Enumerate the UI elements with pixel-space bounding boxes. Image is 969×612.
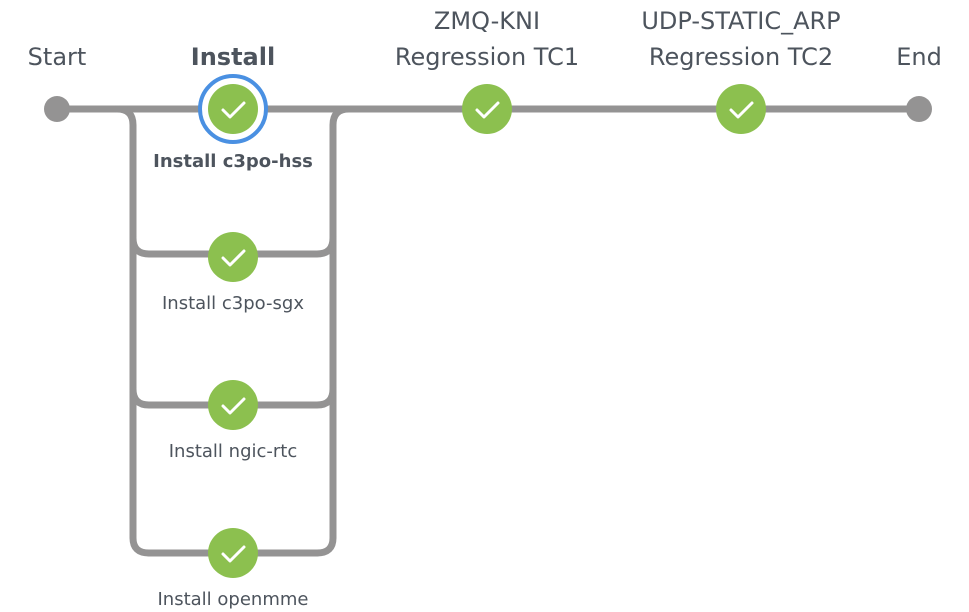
- check-icon: [221, 101, 246, 119]
- stage-udp-static-arp-regression-tc2[interactable]: UDP-STATIC_ARP Regression TC2: [641, 7, 841, 134]
- success-node: [462, 84, 512, 134]
- start-node: [44, 96, 70, 122]
- parallel-connector-left: [113, 105, 153, 557]
- end-node: [906, 96, 932, 122]
- stage-label-line-2: Regression TC2: [649, 43, 833, 71]
- success-node: [208, 528, 258, 578]
- branch-install-c3po-sgx[interactable]: Install c3po-sgx: [162, 232, 304, 314]
- end-label: End: [896, 43, 942, 71]
- stage-zmq-kni-regression-tc1[interactable]: ZMQ-KNI Regression TC1: [395, 7, 579, 134]
- stage-install-label: Install: [191, 43, 275, 71]
- start-label: Start: [28, 43, 87, 71]
- check-icon: [221, 545, 246, 563]
- success-node: [208, 84, 258, 134]
- branch-label: Install c3po-sgx: [162, 293, 304, 314]
- check-icon: [221, 249, 246, 267]
- start-terminal: Start: [28, 43, 87, 122]
- stage-install[interactable]: Install: [191, 43, 275, 144]
- end-terminal: End: [896, 43, 942, 122]
- branch-install-c3po-hss[interactable]: Install c3po-hss: [153, 151, 313, 172]
- pipeline-tracks: [53, 105, 923, 557]
- branch-label: Install openmme: [158, 589, 309, 610]
- check-icon: [221, 397, 246, 415]
- stage-label-line-2: Regression TC1: [395, 43, 579, 71]
- success-node: [208, 232, 258, 282]
- branch-install-openmme[interactable]: Install openmme: [158, 528, 309, 610]
- parallel-connector-right: [313, 105, 353, 557]
- branch-label: Install c3po-hss: [153, 151, 313, 172]
- branch-label: Install ngic-rtc: [169, 441, 298, 462]
- check-icon: [729, 101, 754, 119]
- success-node: [208, 380, 258, 430]
- check-icon: [475, 101, 500, 119]
- success-node: [716, 84, 766, 134]
- stage-label-line-1: UDP-STATIC_ARP: [641, 7, 840, 35]
- stage-label-line-1: ZMQ-KNI: [434, 7, 540, 35]
- branch-install-ngic-rtc[interactable]: Install ngic-rtc: [169, 380, 298, 462]
